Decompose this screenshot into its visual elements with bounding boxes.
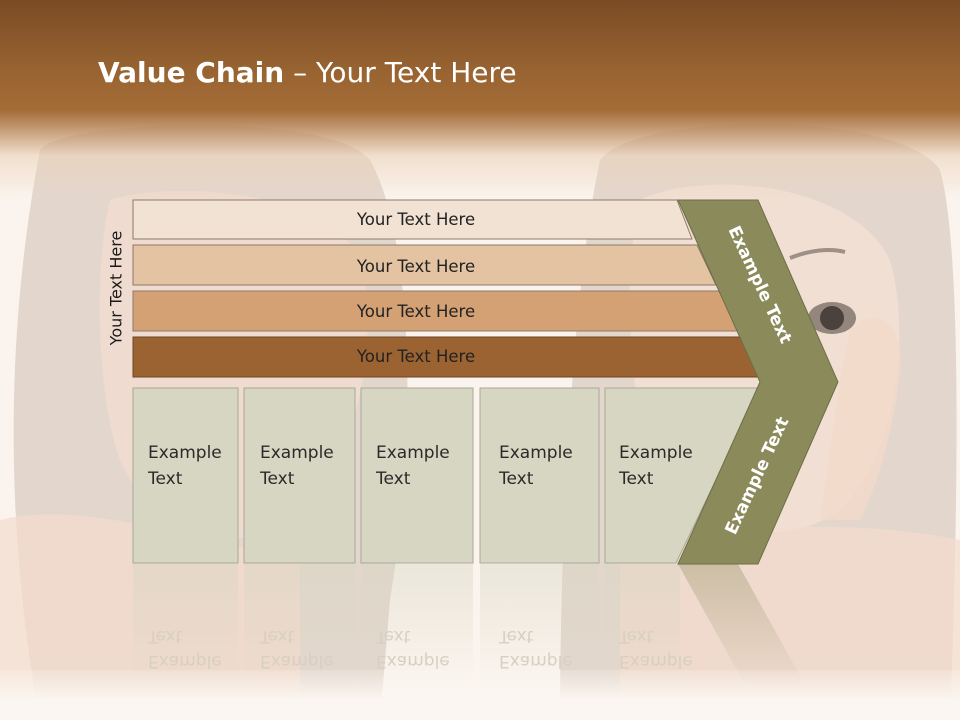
box-2-line2: Text	[259, 469, 295, 489]
title-bold: Value Chain	[98, 56, 285, 89]
page-title: Value Chain – Your Text Here	[98, 56, 517, 89]
reflection-text: Example	[148, 651, 222, 671]
bar-2-label: Your Text Here	[356, 257, 475, 276]
box-1-line1: Example	[148, 443, 222, 463]
reflection-text: Example	[260, 651, 334, 671]
bar-1	[132, 199, 693, 240]
reflection-text: Example	[376, 651, 450, 671]
box-4-line1: Example	[499, 443, 573, 463]
box-5-line2: Text	[618, 469, 654, 489]
example-box-5	[604, 387, 761, 564]
reflection-text: Text	[375, 626, 411, 646]
example-box-3	[360, 387, 474, 564]
chevron-arrow	[677, 199, 839, 565]
title-banner	[0, 0, 960, 200]
bar-4-label: Your Text Here	[356, 347, 475, 366]
example-box-1	[132, 387, 239, 564]
bar-1-label: Your Text Here	[356, 210, 475, 229]
reflection-text: Example	[619, 651, 693, 671]
reflection-text: Text	[498, 626, 534, 646]
example-box-2	[243, 387, 356, 564]
box-5-line1: Example	[619, 443, 693, 463]
box-4-line2: Text	[498, 469, 534, 489]
reflection-text: Example	[499, 651, 573, 671]
box-1-line2: Text	[147, 469, 183, 489]
bar-3-label: Your Text Here	[356, 302, 475, 321]
box-2-line1: Example	[260, 443, 334, 463]
bottom-fade	[0, 670, 960, 720]
reflection-text: Text	[147, 626, 183, 646]
reflection-text: Text	[618, 626, 654, 646]
reflection: Example Text Example Text Example Text E…	[133, 564, 808, 690]
box-3-line1: Example	[376, 443, 450, 463]
title-rest: – Your Text Here	[284, 56, 517, 89]
example-box-4	[479, 387, 600, 564]
box-3-line2: Text	[375, 469, 411, 489]
reflection-text: Text	[259, 626, 295, 646]
